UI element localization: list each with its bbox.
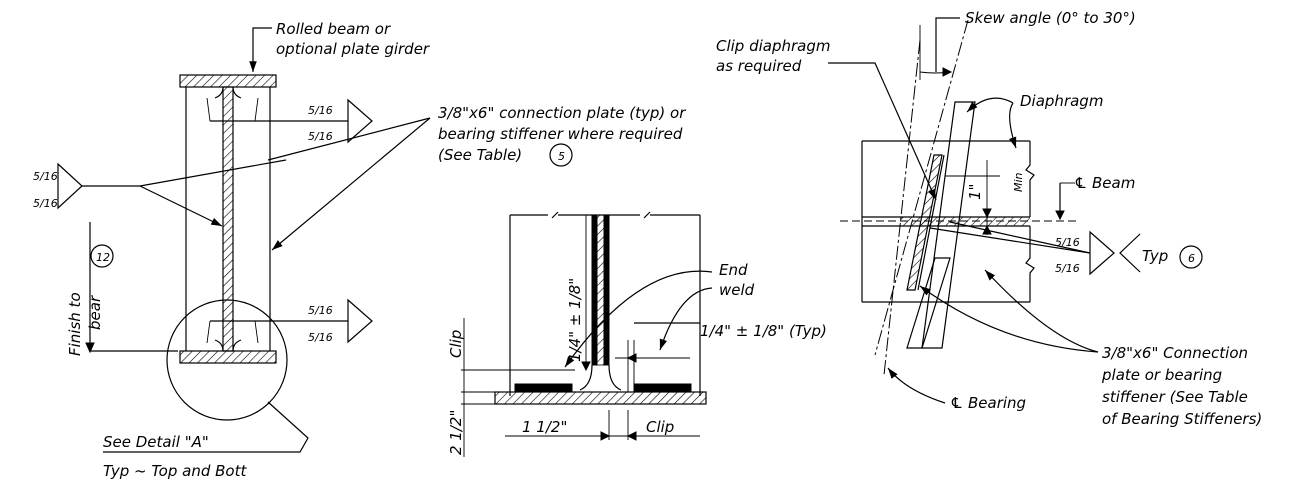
note-circle-5 [549, 143, 573, 167]
finish-to-bear-callout: Finish to bear 12 [66, 222, 178, 356]
conn-note-2: plate or bearing [1101, 366, 1222, 384]
weld-symbol-top: 5/16 5/16 [210, 98, 373, 144]
clip-bottom-label: Clip [646, 418, 674, 436]
detail-leader [103, 401, 309, 453]
skew-label: Skew angle (0° to 30°) [965, 9, 1136, 27]
end-weld-2: weld [719, 281, 755, 299]
one-half-label: 1 1/2" [522, 418, 567, 436]
clip-diaphragm-1: Clip diaphragm [716, 37, 831, 55]
weld-bot-a: 5/16 [308, 304, 333, 317]
min-dim-label: 1" [966, 184, 984, 200]
weld-symbol-left: 5/16 5/16 [33, 159, 287, 227]
diaphragm-label: Diaphragm [1020, 92, 1103, 110]
girder-label-1: Rolled beam or [276, 20, 391, 38]
note-12: 12 [96, 251, 110, 264]
clip-vertical-label: Clip [447, 330, 465, 358]
note-circle-6 [1179, 245, 1203, 269]
clip-diaphragm-2: as required [716, 57, 802, 75]
bearing-cl-label: Bearing [968, 394, 1026, 412]
web [222, 86, 234, 352]
top-flange [179, 74, 277, 88]
weld-top-b: 5/16 [308, 130, 333, 143]
min-label: Min [1012, 172, 1025, 192]
plate-note-leaders [267, 117, 431, 251]
girder-label-2: optional plate girder [276, 40, 430, 58]
bearing-centerline [883, 39, 921, 376]
weld-symbol-bottom: 5/16 5/16 [210, 298, 373, 344]
weld-left-a: 5/16 [33, 170, 58, 183]
plan-weld-b: 5/16 [1055, 262, 1080, 275]
end-weld-1: End [719, 261, 748, 279]
plan-view [828, 17, 1141, 404]
note-5: 5 [558, 150, 565, 163]
typ-label: Typ [1142, 247, 1168, 265]
plan-weld-a: 5/16 [1055, 236, 1080, 249]
weld-top-a: 5/16 [308, 104, 333, 117]
beam-cl-label: Beam [1092, 174, 1135, 192]
plate-note-1: 3/8"x6" connection plate (typ) or [438, 104, 686, 122]
plate-note-3: (See Table) [438, 146, 522, 164]
conn-note-3: stiffener (See Table [1102, 388, 1248, 406]
quarter-typ-label: 1/4" ± 1/8" (Typ) [700, 322, 827, 340]
girder-leader [249, 27, 272, 72]
finish-label-1: Finish to [66, 292, 84, 356]
note-6: 6 [1188, 252, 1195, 265]
beam-section-view [103, 27, 309, 453]
detail-ref-2: Typ ~ Top and Bott [103, 462, 247, 480]
plate-note-2: bearing stiffener where required [438, 125, 683, 143]
detail-a-view: Clip 2 1/2" 1/4" ± 1/8" 1/4" ± 1/8" (Typ… [447, 211, 827, 457]
conn-note-1: 3/8"x6" Connection [1102, 344, 1248, 362]
quarter-vertical-label: 1/4" ± 1/8" [566, 278, 584, 362]
detail-ref-1: See Detail "A" [103, 433, 209, 451]
conn-note-4: of Bearing Stiffeners) [1102, 410, 1262, 428]
two-half-label: 2 1/2" [447, 410, 465, 455]
beam-cl-symbol: ℄ [1074, 174, 1087, 192]
bottom-flange [179, 350, 277, 364]
bearing-cl-symbol: ℄ [950, 394, 963, 412]
weld-left-b: 5/16 [33, 197, 58, 210]
note-circle-12 [90, 244, 114, 268]
detail-circle [166, 299, 288, 421]
weld-bot-b: 5/16 [308, 331, 333, 344]
finish-label-2: bear [86, 295, 104, 330]
